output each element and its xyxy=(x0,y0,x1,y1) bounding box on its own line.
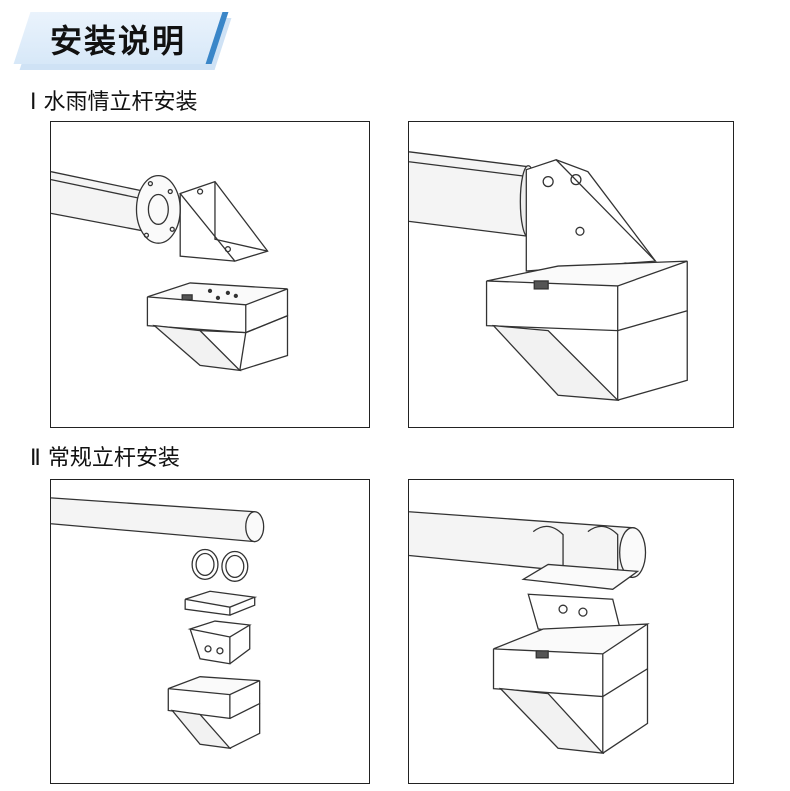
section-title-2: Ⅱ 常规立杆安装 xyxy=(30,446,180,471)
clamp-mount-exploded-illustration xyxy=(51,497,265,750)
page-title: 安装说明 xyxy=(50,22,187,60)
section-title-1: Ⅰ 水雨情立杆安装 xyxy=(30,90,198,115)
header-banner: 安装说明 xyxy=(13,12,235,72)
flange-mount-exploded-illustration xyxy=(51,171,289,372)
clamp-mount-assembled-illustration xyxy=(409,511,650,755)
diagram-panel-4 xyxy=(408,479,734,784)
diagram-panel-1 xyxy=(50,121,370,428)
diagram-panel-2 xyxy=(408,121,734,428)
flange-mount-assembled-illustration xyxy=(409,151,688,401)
diagram-panel-3 xyxy=(50,479,370,784)
